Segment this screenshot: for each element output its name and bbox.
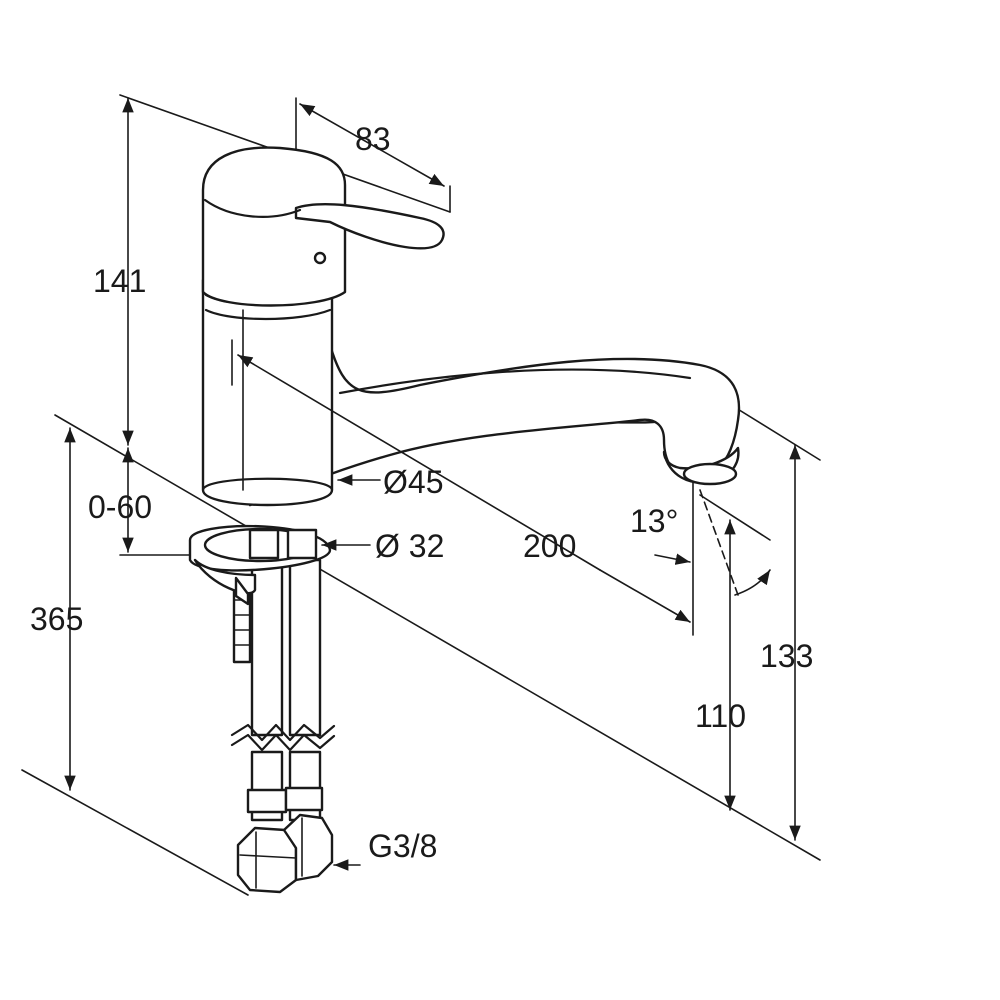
spout: [248, 343, 741, 507]
dim-outlet-height: 110: [695, 698, 746, 734]
dim-spout-reach: 200: [523, 528, 576, 564]
faucet-body: [201, 278, 334, 507]
dimension-arrows: [64, 97, 801, 871]
dim-lever-length: 83: [355, 121, 391, 157]
dim-body-diameter: Ø45: [383, 464, 443, 500]
dim-base-diameter: Ø 32: [375, 528, 444, 564]
dimension-labels: 83 141 0-60 365 Ø45 Ø 32 200 13° 110 133…: [30, 121, 813, 864]
dim-deck-range: 0-60: [88, 489, 152, 525]
dim-total-height: 365: [30, 601, 83, 637]
dim-spout-angle: 13°: [630, 503, 678, 539]
lever-handle: [201, 146, 445, 307]
supply-hoses: [230, 558, 336, 822]
hose-connector-nuts: [236, 813, 334, 894]
dim-connection-thread: G3/8: [368, 828, 437, 864]
dim-body-height: 141: [93, 263, 146, 299]
dim-spout-height: 133: [760, 638, 813, 674]
